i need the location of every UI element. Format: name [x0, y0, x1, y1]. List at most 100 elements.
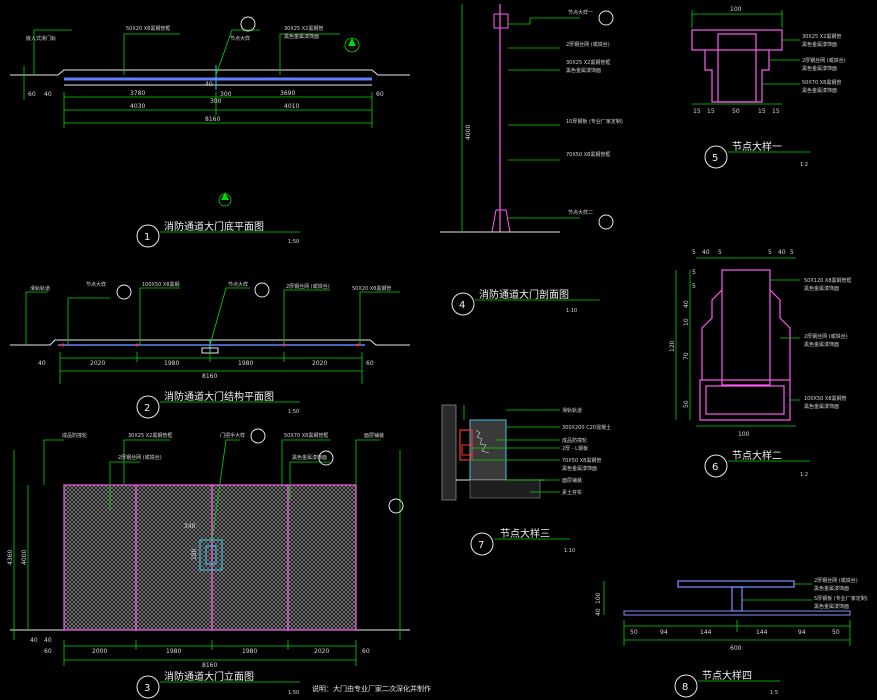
plan2-dim-1980a: 1980	[164, 360, 179, 367]
sec4-callout-node1: 节点大样一	[568, 9, 593, 16]
gate-frame	[63, 484, 357, 631]
view-1-scale: 1:50	[288, 239, 299, 245]
plan2-callout-node-2: 节点大样	[228, 281, 248, 288]
view-6-title: 节点大样二	[732, 449, 782, 462]
view-6-detail-2: 5 40 5 5 40 5 100 5 5 40 10 70 50 120 50…	[669, 249, 852, 478]
sec4-callout-finish: 黑色金属漆饰面	[566, 67, 601, 74]
plan1-dim-8160: 8160	[205, 116, 220, 123]
view-8-scale: 1:5	[770, 690, 778, 696]
det5-callout-mesh: 2厚钢丝网 (或铁丝)	[802, 57, 846, 64]
sec4-callout-mesh: 2厚钢丝网 (或铁丝)	[566, 41, 610, 48]
det5-dim-15c: 15	[758, 108, 766, 115]
plan1-dim-4030: 4030	[130, 103, 145, 110]
view-2-number-circle	[136, 395, 160, 419]
elev3-dim-60a: 60	[44, 648, 52, 655]
sec4-dim-4000: 4000	[465, 125, 472, 140]
det8-dim-600: 600	[730, 645, 742, 652]
general-note: 说明：大门由专业厂家二次深化并制作	[312, 684, 431, 693]
det7-callout-finish: 黑色金属漆饰面	[562, 465, 597, 472]
det6-dim-40a: 40	[702, 249, 710, 256]
plan1-dim-60b: 60	[28, 91, 36, 98]
view-8-detail-4: 2厚钢丝网 (或铁丝) 黑色金属漆饰面 5厚钢板 (专业厂家定制) 黑色金属漆饰…	[595, 577, 868, 698]
plan2-dim-1980b: 1980	[238, 360, 253, 367]
elev3-callout-wheel: 成品防撞轮	[62, 432, 87, 439]
view-6-number: 6	[712, 462, 718, 473]
plan1-dim-40b: 40	[44, 91, 52, 98]
det7-callout-paving: 面层铺装	[562, 477, 582, 484]
det6-callout-finish3: 黑色金属漆饰面	[804, 403, 839, 410]
view-5-number-circle	[704, 145, 728, 169]
det6-dim-10: 10	[683, 318, 690, 326]
det7-callout-concrete: 300X200 C20混凝土	[562, 424, 611, 431]
plan1-callout-frame: 50X20 X8黑钢管框	[126, 25, 170, 32]
sec4-callout-plate: 10厚钢板 (专业厂家定制)	[566, 118, 623, 125]
plan2-dim-2020a: 2020	[90, 360, 105, 367]
det6-dim-5c: 5	[768, 249, 772, 256]
plan2-dim-40: 40	[38, 360, 46, 367]
plan2-callout-frame: 50X20 X8黑钢管	[352, 285, 391, 292]
door-handle	[199, 539, 223, 571]
det8-callout-mesh: 2厚钢丝网 (或铁丝)	[814, 577, 858, 584]
view-8-number-circle	[674, 674, 698, 698]
det8-dim-144a: 144	[700, 629, 712, 636]
view-6-number-circle	[704, 454, 728, 478]
gate-mesh-panels	[64, 485, 356, 630]
view-1-floor-plan: 嵌入式滑门轨 50X20 X8黑钢管框 节点大样 30X25 X2黑钢管 黑色金…	[10, 16, 410, 248]
view-2-title: 消防通道大门结构平面图	[164, 390, 274, 403]
view-3-title: 消防通道大门立面图	[164, 670, 254, 683]
det7-callout-soil: 素土夯实	[562, 489, 582, 496]
view-5-number: 5	[712, 153, 718, 164]
view-4-section: 节点大样一 2厚钢丝网 (或铁丝) 30X25 X2黑钢管框 黑色金属漆饰面 1…	[440, 4, 623, 316]
elev3-dim-1980b: 1980	[242, 648, 257, 655]
plan1-dim-300a: 300	[210, 98, 222, 105]
elev3-dim-180: 180	[191, 548, 198, 560]
view-5-title: 节点大样一	[732, 140, 782, 153]
view-2-scale: 1:50	[288, 409, 299, 415]
sec4-callout-tube: 30X25 X2黑钢管框	[566, 59, 610, 66]
det5-callout-frame: 50X70 X8黑钢管	[802, 79, 841, 86]
elev3-dim-60b: 60	[362, 648, 370, 655]
view-7-number: 7	[478, 540, 484, 551]
det8-dim-100: 100	[595, 592, 602, 604]
view-4-title: 消防通道大门剖面图	[479, 288, 569, 301]
plan2-callout-steel: 100X50 X8黑钢	[142, 281, 180, 288]
elev3-dim-2000: 2000	[92, 648, 107, 655]
view-7-detail-3: 滑轨轨道 300X200 C20混凝土 成品防撞轮 2厚 - L钢板 70X50…	[441, 404, 611, 556]
det6-callout-finish2: 黑色金属漆饰面	[804, 341, 839, 348]
det5-dim-15a: 15	[693, 108, 701, 115]
det6-dim-40c: 40	[683, 300, 690, 308]
elev3-callout-finish: 黑色金属漆饰面	[292, 454, 327, 461]
det8-dim-94a: 94	[660, 629, 668, 636]
sec4-callout-frame: 70X50 X8黑钢管框	[566, 151, 610, 158]
elev3-dim-8160: 8160	[202, 662, 217, 669]
view-4-number-circle	[451, 292, 475, 316]
view-4-scale: 1:10	[566, 308, 577, 314]
plan2-callout-mesh: 2厚钢丝网 (或铁丝)	[286, 283, 330, 290]
det8-dim-94b: 94	[798, 629, 806, 636]
plan1-dim-300b: 300	[220, 91, 232, 98]
view-2-structure-plan: 滑轨轨道 节点大样 100X50 X8黑钢 节点大样 2厚钢丝网 (或铁丝) 5…	[10, 281, 410, 419]
det6-dim-120: 120	[669, 340, 676, 352]
plan2-callout-node-1: 节点大样	[86, 281, 106, 288]
view-7-scale: 1:10	[564, 548, 575, 554]
plan1-dim-60: 60	[376, 91, 384, 98]
plan1-dim-3690: 3690	[280, 90, 295, 97]
plan2-dim-2020b: 2020	[312, 360, 327, 367]
det6-dim-5e: 5	[692, 269, 696, 276]
det6-dim-5b: 5	[718, 249, 722, 256]
det6-dim-100: 100	[738, 431, 750, 438]
elev3-callout-mesh: 2厚钢丝网 (或铁丝)	[118, 454, 162, 461]
elev3-callout-paving: 面层铺装	[364, 432, 384, 439]
det7-callout-wheel: 成品防撞轮	[562, 437, 587, 444]
det5-callout-finish2: 黑色金属漆饰面	[802, 65, 837, 72]
det8-dim-50a: 50	[630, 629, 638, 636]
det5-dim-15b: 15	[707, 108, 715, 115]
view-3-number-circle	[136, 675, 160, 699]
elev3-dim-1980a: 1980	[166, 648, 181, 655]
view-1-number-circle	[136, 224, 160, 248]
det8-dim-50b: 50	[832, 629, 840, 636]
view-7-title: 节点大样三	[500, 527, 550, 540]
elev3-dim-40b: 40	[44, 637, 52, 644]
det7-callout-tube: 70X50 X8黑钢管	[562, 457, 601, 464]
